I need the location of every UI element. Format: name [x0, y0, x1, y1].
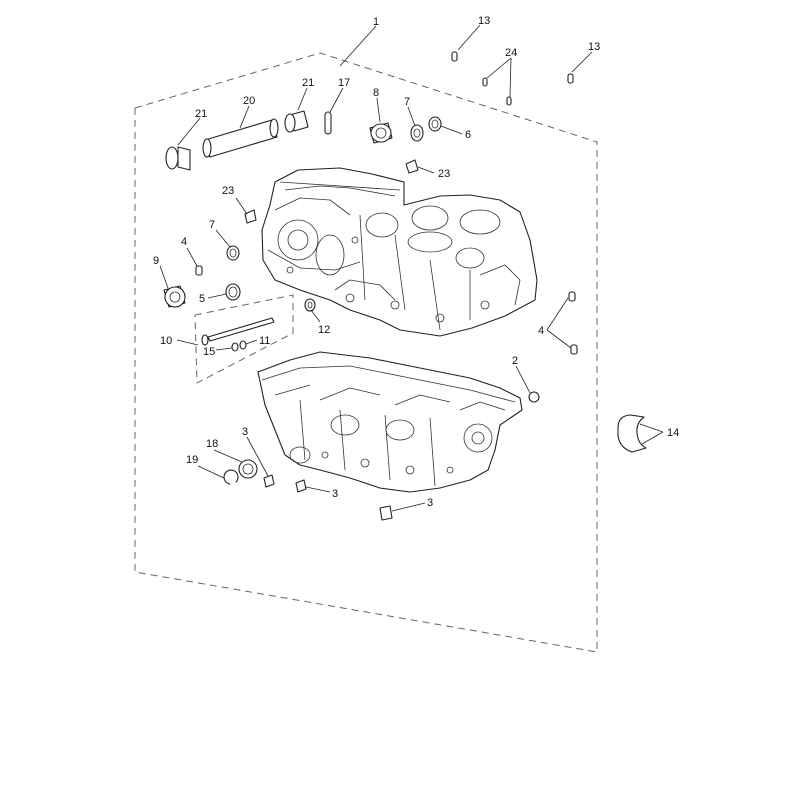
circlip-19 [223, 469, 239, 485]
assembly-boundary [134, 52, 598, 653]
callout-21-right: 21 [302, 77, 314, 89]
callout-17: 17 [338, 77, 350, 89]
ring-18 [238, 459, 258, 479]
bush-21-left [165, 146, 191, 171]
callout-23-left: 23 [222, 185, 234, 197]
half-bearing-14 [617, 414, 647, 453]
bearing-9 [163, 285, 186, 308]
callout-21-left: 21 [195, 108, 207, 120]
pin-17 [324, 111, 332, 135]
seal-7-left [226, 245, 240, 261]
plug-2 [528, 391, 540, 403]
ring-6 [428, 116, 442, 132]
plug-23-left [244, 209, 257, 224]
callout-24: 24 [505, 47, 517, 59]
callout-20: 20 [243, 95, 255, 107]
dowel-4-left [195, 265, 203, 276]
sub-assembly-boundary [194, 294, 294, 384]
callout-1: 1 [373, 16, 379, 28]
callout-3-center: 3 [332, 488, 338, 500]
bolt-10 [201, 317, 275, 346]
dowels-4-right [568, 291, 578, 355]
dowel-13-left [451, 51, 458, 62]
callout-labels: 1 13 13 24 21 21 20 17 8 7 6 23 23 7 4 9… [153, 15, 679, 509]
callout-14: 14 [667, 427, 679, 439]
ring-5 [225, 283, 241, 301]
callout-10: 10 [160, 335, 172, 347]
callout-15: 15 [203, 346, 215, 358]
washers-15-11 [231, 340, 247, 352]
callout-11: 11 [259, 335, 270, 347]
callout-23-top: 23 [438, 168, 450, 180]
callout-13-right: 13 [588, 41, 600, 53]
callout-2: 2 [512, 355, 518, 367]
seal-7-top [410, 124, 424, 142]
plug-3-left [263, 474, 275, 488]
callout-12: 12 [318, 324, 330, 336]
callout-9: 9 [153, 255, 159, 267]
callout-6: 6 [465, 129, 471, 141]
callout-8: 8 [373, 87, 379, 99]
plug-23-top [405, 159, 419, 174]
callout-4-left: 4 [181, 236, 187, 248]
dowel-13-right [567, 73, 574, 84]
callout-7-left: 7 [209, 219, 215, 231]
callout-7-top: 7 [404, 96, 410, 108]
bush-21-right [284, 110, 309, 133]
lower-crankcase [257, 351, 523, 493]
dowel-24 [482, 77, 512, 106]
plug-3-bottom [379, 505, 393, 521]
bearing-8 [369, 122, 393, 144]
callout-3-bottom: 3 [427, 497, 433, 509]
callout-19: 19 [186, 454, 198, 466]
washer-12 [304, 298, 316, 312]
callout-4-right: 4 [538, 325, 544, 337]
callout-13-left: 13 [478, 15, 490, 27]
upper-crankcase [261, 167, 538, 337]
callout-3-left: 3 [242, 426, 248, 438]
plug-3-center [295, 479, 307, 493]
leader-lines [159, 24, 664, 512]
callout-5: 5 [199, 293, 205, 305]
callout-18: 18 [206, 438, 218, 450]
tube-20 [202, 118, 279, 158]
